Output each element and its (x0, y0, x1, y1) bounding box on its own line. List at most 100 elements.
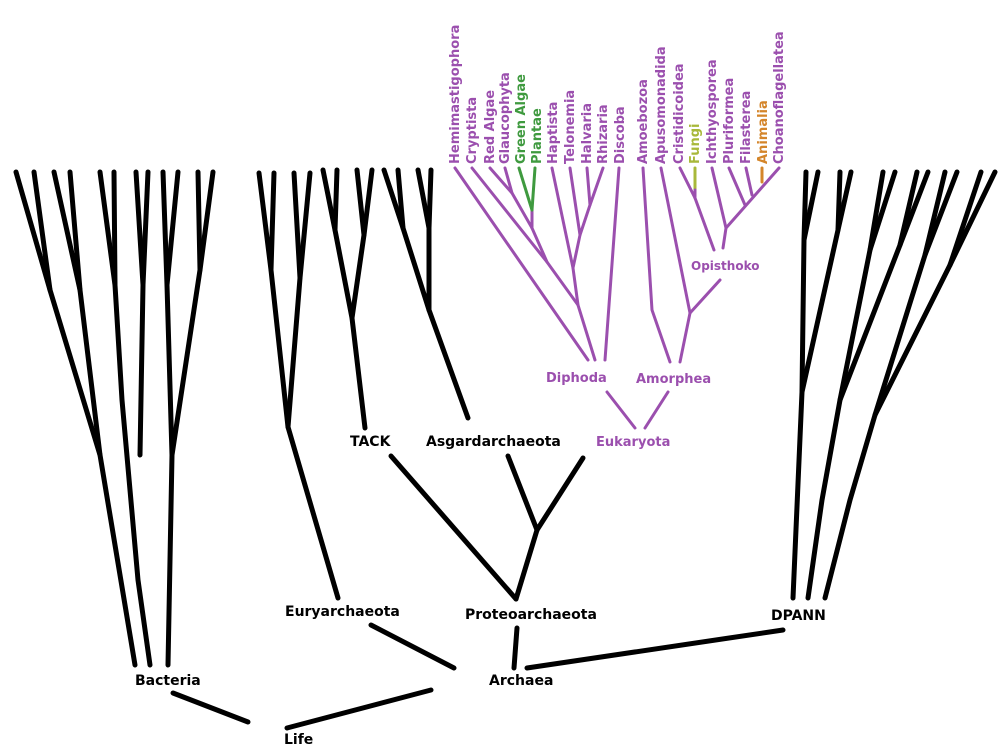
leaf-label: Rhizaria (596, 104, 611, 164)
leaf-label: Filasterea (739, 91, 754, 164)
leaf-label: Cristidicoidea (672, 63, 687, 164)
branch (395, 167, 406, 231)
leaf-label: Animalia (756, 100, 771, 164)
branch-life-archaea (284, 687, 434, 731)
branch-proteo-asgard-euk (513, 527, 540, 602)
label-bacteria: Bacteria (135, 673, 201, 689)
branch (724, 166, 781, 230)
leaf-label: Cryptista (465, 97, 480, 164)
label-life: Life (284, 732, 313, 748)
leaf-label: Red Algae (483, 90, 498, 164)
branch (381, 167, 471, 421)
branch (285, 170, 303, 430)
branch-asgard (505, 453, 540, 533)
label-tack: TACK (350, 434, 392, 450)
leaf-label: Amoebozoa (636, 79, 651, 164)
branch (453, 166, 590, 362)
branch (140, 169, 151, 288)
branch (470, 166, 597, 362)
branch (659, 166, 692, 364)
root-connections (170, 453, 786, 731)
tack-clade (320, 167, 375, 431)
branch (488, 166, 549, 264)
branch (67, 169, 83, 293)
branch-proteo-tack (388, 453, 519, 602)
branch (947, 169, 998, 268)
branch (578, 166, 592, 237)
branch (922, 169, 960, 258)
branch (13, 169, 138, 668)
branch (872, 169, 984, 418)
branch-eukaryota-amorphea (643, 390, 670, 430)
branch (164, 169, 181, 288)
branch-life-bacteria (170, 690, 251, 725)
leaf-label: Telonemia (563, 90, 578, 164)
branch (588, 166, 605, 207)
branch (160, 169, 175, 668)
label-dpann: DPANN (771, 608, 826, 624)
eukaryote-clade (453, 166, 781, 430)
branch (727, 166, 747, 207)
leaf-label: Apusomonadida (654, 46, 669, 164)
branch (710, 166, 728, 250)
label-opisthokonta: Opisthoko (691, 259, 759, 273)
branch (320, 167, 368, 431)
branch (603, 166, 621, 362)
branch (801, 169, 821, 243)
leaf-label: Fungi (688, 123, 703, 164)
branch (51, 169, 103, 458)
label-amorphea: Amorphea (636, 372, 711, 387)
branch (426, 167, 434, 231)
branch (256, 170, 341, 601)
branch (799, 169, 843, 395)
label-diphoda: Diphoda (546, 371, 607, 386)
branch-green-algae (517, 166, 534, 212)
label-proteoarchaeota: Proteoarchaeota (465, 607, 597, 623)
bacteria-clade (13, 169, 216, 668)
branch (503, 166, 514, 195)
branch (297, 170, 313, 281)
branch (268, 170, 277, 273)
branch (897, 169, 931, 248)
branch (678, 166, 716, 252)
euryarchaeota-clade (256, 170, 341, 601)
branch-eukaryota-diphoda (605, 390, 637, 430)
leaf-label: Discoba (613, 106, 628, 164)
branch (790, 169, 809, 601)
asgard-clade (381, 167, 471, 421)
leaf-label: Haptista (546, 102, 561, 164)
branch-archaea-proteoarchaeota (511, 625, 520, 671)
branch (31, 169, 53, 293)
branch (349, 167, 367, 321)
label-archaea: Archaea (489, 673, 553, 689)
branch (197, 169, 216, 273)
label-asgardarchaeota: Asgardarchaeota (426, 434, 561, 450)
leaf-label: Halvaria (580, 103, 595, 164)
label-eukaryota: Eukaryota (596, 435, 670, 450)
dpann-clade (790, 169, 998, 601)
leaf-label: Plantae (530, 108, 545, 164)
branch (744, 166, 754, 197)
branch-archaea-euryarchaeota (368, 622, 457, 671)
label-euryarchaeota: Euryarchaeota (285, 604, 400, 620)
branch (332, 167, 340, 233)
leaf-label: Hemimastigophora (448, 25, 463, 164)
branch-eukaryota (534, 455, 586, 533)
branch (867, 169, 898, 253)
branch (361, 167, 375, 238)
branch (568, 166, 582, 270)
leaf-label: Glaucophyta (498, 72, 513, 164)
branch (133, 169, 146, 458)
leaf-label: Green Algae (514, 74, 529, 164)
branch (97, 169, 153, 668)
branch (835, 169, 854, 233)
leaf-label: Choanoflagellatea (772, 31, 787, 164)
branch (688, 278, 722, 315)
branch (641, 166, 672, 364)
branch-archaea-dpann (524, 627, 786, 671)
branch-plantae (530, 166, 537, 212)
branch (111, 169, 118, 288)
leaf-label: Ichthyosporea (705, 59, 720, 164)
